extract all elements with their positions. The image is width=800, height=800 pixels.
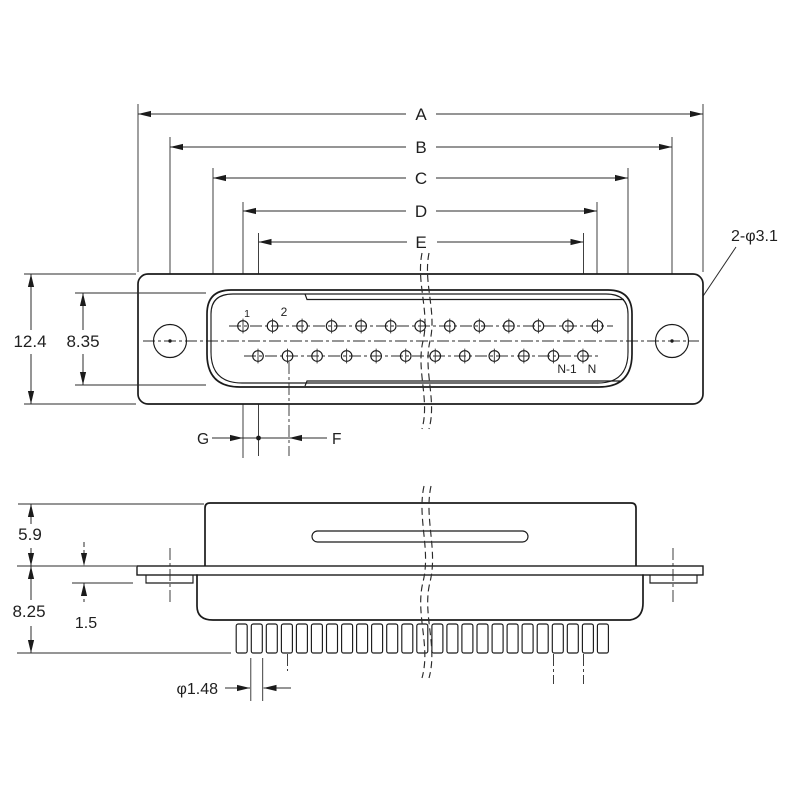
pin-side xyxy=(386,623,399,654)
pin-side xyxy=(250,623,263,654)
mounting-hole-label: 2-φ3.1 xyxy=(731,228,778,245)
mounting-hole-right xyxy=(654,323,690,359)
dim-5-9: 5.9 xyxy=(18,504,42,566)
pin-side xyxy=(416,623,429,654)
pin-side xyxy=(431,623,444,654)
pin-diameter-label: φ1.48 xyxy=(176,681,218,698)
pin-2-label: 2 xyxy=(281,305,288,319)
pin-n-1-label: N-1 xyxy=(557,362,577,376)
shell-inner xyxy=(210,293,629,384)
mounting-hole-left xyxy=(152,323,188,359)
pin-side xyxy=(265,623,278,654)
front-height-dimensions: 12.4 8.35 xyxy=(13,273,206,405)
pin-side xyxy=(280,623,293,654)
pin-side xyxy=(491,623,504,654)
flange-outline xyxy=(137,273,704,405)
hood-slot xyxy=(311,530,529,543)
pin-side xyxy=(476,623,489,654)
pin-side xyxy=(551,623,564,654)
hood-outline xyxy=(204,502,637,567)
dim-D-label: D xyxy=(415,202,427,221)
dim-B-label: B xyxy=(415,138,426,157)
dim-pin-diameter: φ1.48 xyxy=(176,658,291,701)
pin-n-label: N xyxy=(588,362,597,376)
dim-C-label: C xyxy=(415,169,427,188)
front-view: 1 2 N-1 N xyxy=(137,252,704,430)
dim-D: D xyxy=(243,202,597,221)
side-flange xyxy=(136,565,704,576)
pin-side xyxy=(295,623,308,654)
side-dimensions: 5.9 8.25 1.5 φ1.48 xyxy=(12,503,291,701)
dim-F-label: F xyxy=(332,431,341,448)
dim-12-4: 12.4 xyxy=(13,274,47,404)
front-pins-top xyxy=(237,318,604,334)
side-pins xyxy=(235,623,609,654)
pin-side xyxy=(521,623,534,654)
dim-E-label: E xyxy=(415,233,426,252)
dim-C: C xyxy=(213,169,628,188)
lower-body-outline xyxy=(196,574,644,621)
shell-height-label: 8.35 xyxy=(66,332,99,351)
shell-outer xyxy=(206,289,633,388)
pin-side xyxy=(536,623,549,654)
dim-1-5: 1.5 xyxy=(75,542,97,632)
pin-side xyxy=(566,623,579,654)
dim-8-25: 8.25 xyxy=(12,566,46,653)
dim-A: A xyxy=(138,105,703,124)
pin-side xyxy=(596,623,609,654)
dim-A-label: A xyxy=(415,105,427,124)
hood-height-label: 5.9 xyxy=(18,525,42,544)
width-dimension-lines: A B C D E xyxy=(137,104,704,458)
dim-G-label: G xyxy=(197,431,209,448)
pin-1-label: 1 xyxy=(244,308,250,320)
overall-depth-label: 8.25 xyxy=(12,602,45,621)
dim-E: E xyxy=(258,233,584,252)
pin-side xyxy=(371,623,384,654)
pin-side xyxy=(506,623,519,654)
pin-side xyxy=(446,623,459,654)
pin-side xyxy=(341,623,354,654)
pin-side xyxy=(310,623,323,654)
front-pins-bottom xyxy=(252,348,589,364)
pin-side xyxy=(325,623,339,654)
dim-8-35: 8.35 xyxy=(66,293,100,385)
pin-side xyxy=(235,623,248,654)
flange-step-label: 1.5 xyxy=(75,615,97,632)
pitch-dimensions: G F xyxy=(197,362,341,456)
pin-side xyxy=(401,623,414,654)
pin-side xyxy=(461,623,474,654)
dim-B: B xyxy=(170,138,672,157)
pin-side xyxy=(581,623,594,654)
side-view xyxy=(136,485,704,684)
flange-height-label: 12.4 xyxy=(13,332,46,351)
pin-side xyxy=(356,623,369,654)
